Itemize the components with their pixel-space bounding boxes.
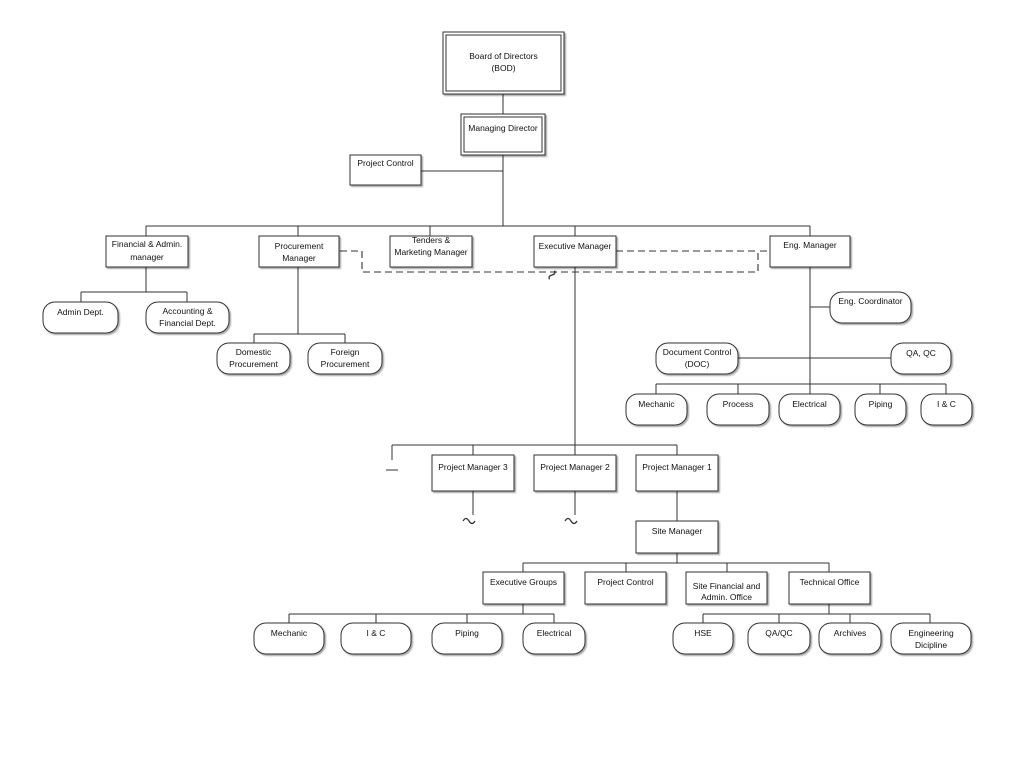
- node-board-of-directors: Board of Directors (BOD): [442, 31, 565, 95]
- node-archives: Archives: [818, 622, 882, 655]
- node-technical-office: Technical Office: [788, 571, 871, 605]
- node-label: Board of Directors: [469, 51, 538, 61]
- node-label: Site Financial and: [693, 581, 761, 591]
- node-label: manager: [130, 252, 164, 262]
- node-label: I & C: [367, 628, 386, 638]
- node-label: Managing Director: [468, 123, 538, 133]
- node-managing-director: Managing Director: [460, 113, 546, 156]
- node-label: Electrical: [537, 628, 572, 638]
- node-label: Financial & Admin.: [112, 239, 182, 249]
- node-site-mechanic: Mechanic: [253, 622, 325, 655]
- node-qa-qc-eng: QA, QC: [890, 342, 952, 375]
- node-site-piping: Piping: [431, 622, 503, 655]
- node-label: Executive Groups: [490, 577, 557, 587]
- node-label: Tenders &: [412, 235, 451, 245]
- node-label: Manager: [282, 253, 316, 263]
- node-project-manager-1: Project Manager 1: [635, 454, 719, 492]
- node-site-ic: I & C: [340, 622, 412, 655]
- node-eng-mechanic: Mechanic: [625, 393, 688, 426]
- node-eng-ic: I & C: [920, 393, 973, 426]
- node-label: Project Manager 1: [642, 462, 712, 472]
- node-site-financial-admin: Site Financial and Admin. Office: [685, 571, 768, 605]
- node-label: Mechanic: [271, 628, 308, 638]
- node-label: Mechanic: [638, 399, 675, 409]
- node-label: Project Manager 2: [540, 462, 610, 472]
- continuation-symbol: [462, 517, 476, 525]
- node-label: Domestic: [236, 347, 272, 357]
- node-foreign-procurement: Foreign Procurement: [307, 342, 383, 375]
- node-label: Project Control: [597, 577, 653, 587]
- node-eng-coordinator: Eng. Coordinator: [829, 291, 912, 324]
- node-label: Eng. Coordinator: [838, 296, 902, 306]
- node-label: Archives: [834, 628, 867, 638]
- node-financial-admin-manager: Financial & Admin. manager: [105, 235, 189, 268]
- node-project-control-site: Project Control: [584, 571, 667, 605]
- node-label: (BOD): [491, 63, 515, 73]
- node-label: HSE: [694, 628, 712, 638]
- node-accounting-financial-dept: Accounting & Financial Dept.: [145, 301, 230, 334]
- node-label: QA/QC: [765, 628, 792, 638]
- connectors: [80, 94, 947, 623]
- node-site-electrical: Electrical: [522, 622, 586, 655]
- node-document-control: Document Control (DOC): [655, 342, 739, 375]
- node-label: Foreign: [331, 347, 360, 357]
- node-label: Procurement: [275, 241, 324, 251]
- node-domestic-procurement: Domestic Procurement: [216, 342, 291, 375]
- node-label: Project Control: [357, 158, 413, 168]
- node-hse: HSE: [672, 622, 734, 655]
- node-label: Financial Dept.: [159, 318, 216, 328]
- node-label: Procurement: [321, 359, 370, 369]
- node-label: Admin. Office: [701, 592, 752, 602]
- node-label: Executive Manager: [539, 241, 612, 251]
- node-label: Marketing Manager: [394, 247, 467, 257]
- node-project-manager-3: Project Manager 3: [431, 454, 515, 492]
- node-label: Technical Office: [800, 577, 860, 587]
- node-label: QA, QC: [906, 348, 936, 358]
- node-label: Document Control: [663, 347, 732, 357]
- node-label: I & C: [937, 399, 956, 409]
- node-qa-qc-site: QA/QC: [747, 622, 811, 655]
- node-label: Accounting &: [162, 306, 212, 316]
- node-label: Eng. Manager: [783, 240, 837, 250]
- line-crossing-symbol: [548, 270, 556, 280]
- node-executive-groups: Executive Groups: [482, 571, 565, 605]
- node-project-manager-2: Project Manager 2: [533, 454, 617, 492]
- node-label: Piping: [455, 628, 479, 638]
- node-tenders-marketing-manager: Tenders & Marketing Manager: [389, 235, 473, 268]
- node-eng-piping: Piping: [854, 393, 907, 426]
- node-executive-manager: Executive Manager: [533, 235, 617, 268]
- node-label: Admin Dept.: [57, 307, 104, 317]
- node-label: Dicipline: [915, 640, 947, 650]
- node-label: (DOC): [685, 359, 710, 369]
- node-label: Procurement: [229, 359, 278, 369]
- node-eng-electrical: Electrical: [778, 393, 841, 426]
- node-site-manager: Site Manager: [635, 520, 719, 554]
- node-label: Piping: [869, 399, 893, 409]
- dashed-coordination-line: [340, 250, 770, 273]
- node-label: Site Manager: [652, 526, 703, 536]
- node-label: Engineering: [908, 628, 954, 638]
- node-label: Project Manager 3: [438, 462, 508, 472]
- node-eng-process: Process: [706, 393, 770, 426]
- node-procurement-manager: Procurement Manager: [258, 235, 340, 268]
- node-eng-manager: Eng. Manager: [769, 235, 851, 268]
- node-project-control-top: Project Control: [349, 154, 422, 186]
- node-engineering-discipline: Engineering Dicipline: [890, 622, 972, 655]
- continuation-symbol: [564, 517, 578, 525]
- node-label: Electrical: [792, 399, 827, 409]
- node-admin-dept: Admin Dept.: [42, 301, 119, 334]
- node-label: Process: [723, 399, 754, 409]
